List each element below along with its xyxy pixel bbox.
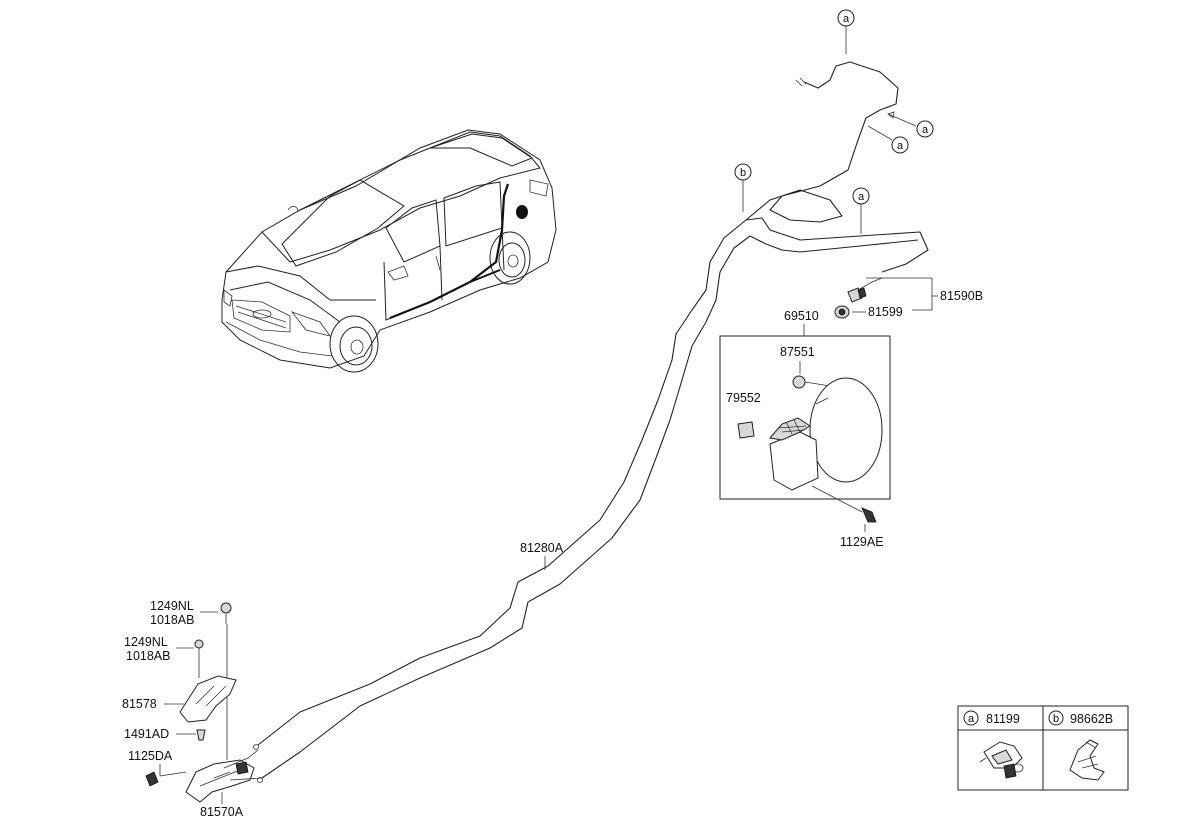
legend-part-98662B: 98662B (1070, 712, 1113, 726)
fuel-filler-cable (253, 61, 929, 783)
callout-letter: a (922, 124, 929, 136)
label-87551: 87551 (780, 345, 815, 359)
callout-a-top: a (837, 9, 855, 54)
fuel-door-box: 69510 87551 79552 1129AE (719, 309, 891, 549)
callout-a-mid: a (852, 187, 870, 234)
callout-a-right-2: a (867, 125, 909, 154)
legend-part-81199: 81199 (986, 712, 1020, 726)
callout-letter: a (843, 13, 850, 25)
callout-letter: a (897, 140, 904, 152)
label-1249NL-lower: 1249NL (124, 635, 168, 649)
label-1125DA: 1125DA (128, 749, 173, 763)
callout-b: b (734, 163, 752, 212)
callout-letter: b (740, 167, 746, 179)
legend-letter-b: b (1053, 713, 1059, 725)
cable-end-assembly: 81590B 81599 (834, 277, 983, 319)
label-81280A: 81280A (520, 541, 564, 555)
opener-lever-assembly: 1249NL 1018AB 1249NL 1018AB 81578 1491AD… (122, 599, 263, 819)
label-79552: 79552 (726, 391, 761, 405)
callout-a-right-1: a (887, 111, 934, 138)
label-1018AB-upper: 1018AB (150, 613, 194, 627)
cable-label: 81280A (520, 541, 564, 570)
label-81590B: 81590B (940, 289, 983, 303)
callout-letter: a (858, 191, 865, 203)
label-81599: 81599 (868, 305, 903, 319)
label-1018AB-lower: 1018AB (126, 649, 170, 663)
label-1129AE: 1129AE (840, 535, 884, 549)
clip-81199-drawing (979, 741, 1024, 779)
clip-98662B-drawing (1069, 739, 1105, 781)
label-1491AD: 1491AD (124, 727, 169, 741)
car-illustration (221, 129, 557, 373)
label-1249NL-upper: 1249NL (150, 599, 194, 613)
legend-table: a 81199 b 98662B (957, 705, 1129, 791)
legend-letter-a: a (968, 713, 975, 725)
label-81570A: 81570A (200, 805, 244, 819)
label-81578: 81578 (122, 697, 157, 711)
label-69510: 69510 (784, 309, 819, 323)
